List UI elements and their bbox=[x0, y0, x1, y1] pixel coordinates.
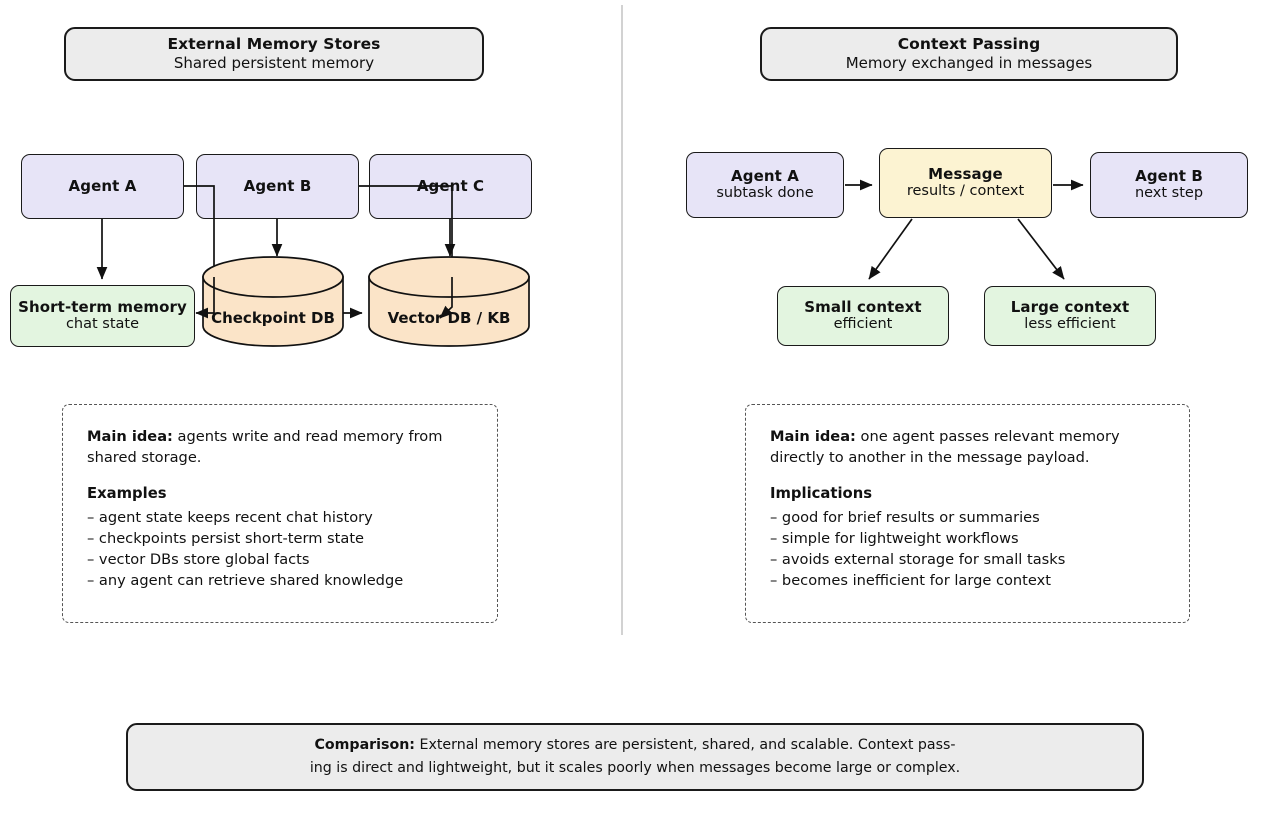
left-agent-c-box[interactable]: Agent C bbox=[369, 154, 532, 219]
small-context-title: Small context bbox=[804, 298, 922, 316]
right-agent-b-title: Agent B bbox=[1135, 167, 1203, 185]
left-main-idea-text: agents write and read memory from shared… bbox=[87, 428, 443, 466]
list-item: – avoids external storage for small task… bbox=[770, 551, 1066, 569]
right-bullet-list: – good for brief results or summaries – … bbox=[770, 507, 1165, 591]
left-agent-c-label: Agent C bbox=[416, 177, 485, 196]
right-agent-b-box[interactable]: Agent B next step bbox=[1090, 152, 1248, 218]
small-context-box[interactable]: Small context efficient bbox=[777, 286, 949, 346]
right-info-panel: Main idea: one agent passes relevant mem… bbox=[745, 404, 1190, 623]
vector-db-cylinder[interactable]: Vector DB / KB bbox=[369, 262, 529, 348]
edge-message-smallcontext bbox=[868, 218, 913, 280]
panel-divider bbox=[621, 5, 623, 635]
checkpoint-db-label: Checkpoint DB bbox=[211, 309, 335, 327]
large-context-title: Large context bbox=[1010, 298, 1130, 316]
comparison-box: Comparison: External memory stores are p… bbox=[126, 723, 1144, 791]
short-term-memory-subtitle: chat state bbox=[65, 316, 140, 333]
checkpoint-db-cylinder[interactable]: Checkpoint DB bbox=[203, 262, 343, 348]
comparison-line1: External memory stores are persistent, s… bbox=[414, 737, 956, 753]
list-item: – good for brief results or summaries bbox=[770, 509, 1040, 527]
right-section-heading: Implications bbox=[770, 485, 873, 503]
right-agent-a-subtitle: subtask done bbox=[716, 185, 814, 202]
list-item: – simple for lightweight workflows bbox=[770, 530, 1019, 548]
left-agent-a-label: Agent A bbox=[68, 177, 137, 196]
left-main-idea-label: Main idea: bbox=[87, 428, 173, 445]
left-bullet-list: – agent state keeps recent chat history … bbox=[87, 507, 473, 591]
large-context-box[interactable]: Large context less efficient bbox=[984, 286, 1156, 346]
right-header-box: Context Passing Memory exchanged in mess… bbox=[760, 27, 1178, 81]
right-agent-b-subtitle: next step bbox=[1134, 185, 1204, 202]
left-info-panel: Main idea: agents write and read memory … bbox=[62, 404, 498, 623]
comparison-text: Comparison: External memory stores are p… bbox=[310, 734, 960, 780]
message-box[interactable]: Message results / context bbox=[879, 148, 1052, 218]
left-main-idea: Main idea: agents write and read memory … bbox=[87, 427, 473, 468]
right-main-idea-label: Main idea: bbox=[770, 428, 856, 445]
list-item: – any agent can retrieve shared knowledg… bbox=[87, 572, 404, 590]
right-main-idea: Main idea: one agent passes relevant mem… bbox=[770, 427, 1165, 468]
left-agent-b-box[interactable]: Agent B bbox=[196, 154, 359, 219]
left-header-title: External Memory Stores bbox=[167, 35, 381, 54]
right-main-idea-text: one agent passes relevant memory directl… bbox=[770, 428, 1120, 466]
left-agent-a-box[interactable]: Agent A bbox=[21, 154, 184, 219]
message-title: Message bbox=[928, 165, 1003, 183]
list-item: – agent state keeps recent chat history bbox=[87, 509, 373, 527]
left-agent-b-label: Agent B bbox=[243, 177, 312, 196]
right-agent-a-box[interactable]: Agent A subtask done bbox=[686, 152, 844, 218]
right-header-subtitle: Memory exchanged in messages bbox=[845, 54, 1093, 73]
right-agent-a-title: Agent A bbox=[731, 167, 799, 185]
message-subtitle: results / context bbox=[906, 183, 1025, 200]
small-context-subtitle: efficient bbox=[833, 316, 893, 333]
left-header-box: External Memory Stores Shared persistent… bbox=[64, 27, 484, 81]
comparison-line2: ing is direct and lightweight, but it sc… bbox=[309, 760, 961, 776]
right-header-title: Context Passing bbox=[897, 35, 1041, 54]
list-item: – vector DBs store global facts bbox=[87, 551, 310, 569]
edge-message-largecontext bbox=[1017, 218, 1065, 280]
comparison-label: Comparison: bbox=[314, 737, 415, 753]
short-term-memory-title: Short-term memory bbox=[18, 298, 187, 316]
left-section-heading: Examples bbox=[87, 485, 167, 503]
short-term-memory-box[interactable]: Short-term memory chat state bbox=[10, 285, 195, 347]
vector-db-label: Vector DB / KB bbox=[387, 309, 511, 327]
list-item: – checkpoints persist short-term state bbox=[87, 530, 365, 548]
list-item: – becomes inefficient for large context bbox=[770, 572, 1051, 590]
left-header-subtitle: Shared persistent memory bbox=[173, 54, 375, 73]
large-context-subtitle: less efficient bbox=[1024, 316, 1116, 333]
